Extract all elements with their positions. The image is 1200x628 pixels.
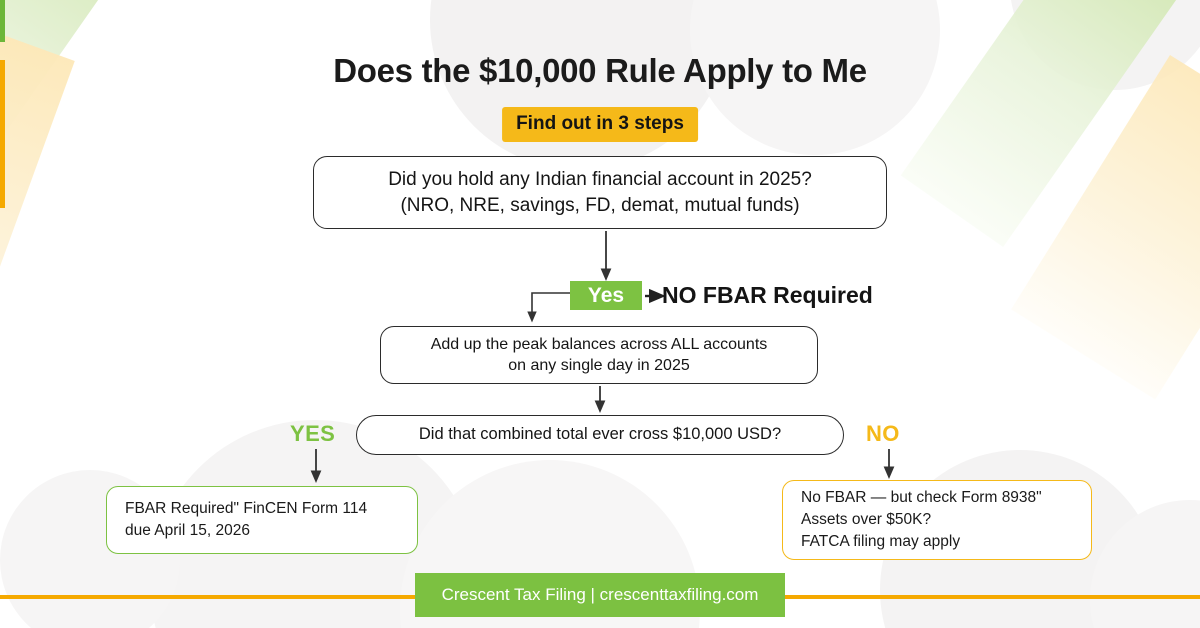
decorative-ribbon-amber-top-right bbox=[1011, 55, 1200, 400]
page-title: Does the $10,000 Rule Apply to Me bbox=[333, 52, 867, 89]
outcome-no-line-2: Assets over $50K? bbox=[801, 511, 932, 528]
step-2-line-2: on any single day in 2025 bbox=[508, 357, 690, 374]
flow-node-question-3: Did that combined total ever cross $10,0… bbox=[356, 415, 844, 455]
question-3-line-1: Did that combined total ever cross $10,0… bbox=[418, 425, 782, 444]
edge-accent-bar-green bbox=[0, 0, 5, 42]
background-blob bbox=[1090, 500, 1200, 628]
subtitle-badge: Find out in 3 steps bbox=[502, 107, 698, 142]
terminal-no-fbar-required: NO FBAR Required bbox=[662, 282, 873, 308]
decorative-ribbon-green-top-right bbox=[900, 0, 1193, 248]
branch-label-no: NO bbox=[866, 421, 900, 446]
question-1-line-2: (NRO, NRE, savings, FD, demat, mutual fu… bbox=[400, 194, 800, 216]
outcome-no-line-1: No FBAR — but check Form 8938" bbox=[801, 489, 1042, 506]
step-2-line-1: Add up the peak balances across ALL acco… bbox=[430, 335, 768, 353]
flow-node-question-1: Did you hold any Indian financial accoun… bbox=[313, 156, 887, 229]
question-1-line-1: Did you hold any Indian financial accoun… bbox=[388, 169, 812, 191]
flow-node-step-2: Add up the peak balances across ALL acco… bbox=[380, 326, 818, 384]
yes-badge: Yes bbox=[570, 281, 642, 310]
outcome-box-fbar-required: FBAR Required" FinCEN Form 114 due April… bbox=[106, 486, 418, 554]
branch-label-yes: YES bbox=[290, 421, 336, 446]
connector-yes-branch-to-step2 bbox=[527, 292, 570, 323]
decorative-ribbon-green-top-left bbox=[0, 0, 151, 254]
outcome-box-no-fbar: No FBAR — but check Form 8938" Assets ov… bbox=[782, 480, 1092, 560]
outcome-no-line-3: FATCA filing may apply bbox=[801, 533, 961, 550]
outcome-yes-line-2: due April 15, 2026 bbox=[125, 522, 250, 539]
footer-brand-bar: Crescent Tax Filing | crescenttaxfiling.… bbox=[415, 573, 785, 617]
outcome-yes-line-1: FBAR Required" FinCEN Form 114 bbox=[125, 500, 368, 517]
